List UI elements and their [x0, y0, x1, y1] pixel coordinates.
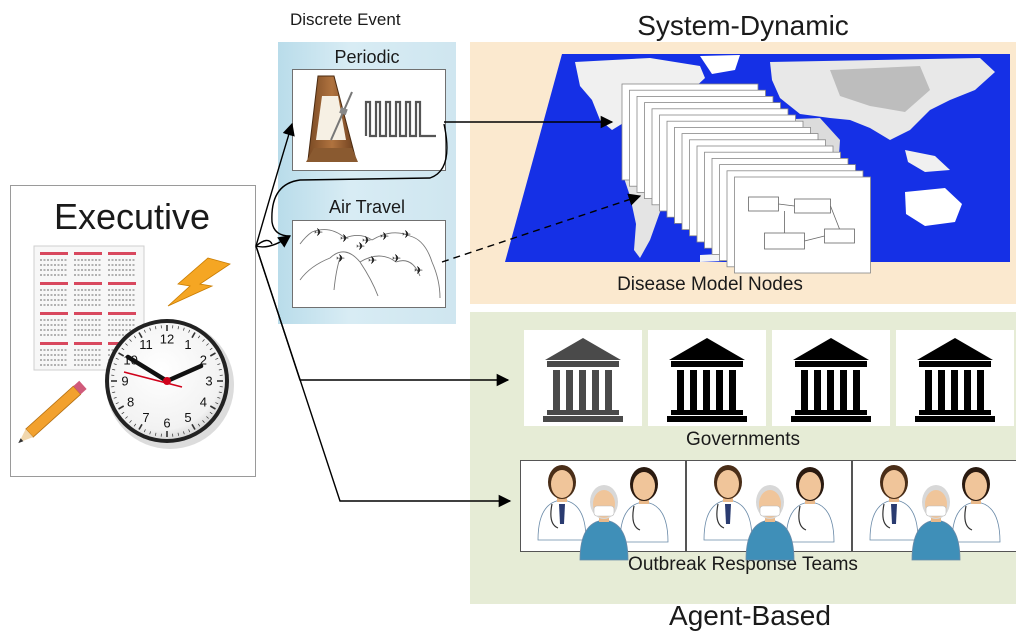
- lightning-icon: [167, 257, 231, 307]
- svg-text:✈: ✈: [336, 252, 345, 265]
- disease-model-nodes-stack: [621, 83, 871, 274]
- medical-team-member-icon: [579, 485, 629, 561]
- clock-number: 5: [184, 410, 191, 425]
- calendar-month: [74, 252, 102, 276]
- connectors: [255, 115, 642, 508]
- calendar-month: [40, 312, 68, 336]
- medical-team-member-icon: [869, 465, 919, 541]
- government-building-icon: [791, 338, 871, 422]
- system-dynamic-title: System-Dynamic: [637, 10, 849, 41]
- svg-text:✈: ✈: [392, 252, 401, 265]
- medical-team-icon: [537, 465, 669, 561]
- medical-team-member-icon: [703, 465, 753, 541]
- periodic-label: Periodic: [334, 47, 400, 67]
- calendar-month: [74, 342, 102, 366]
- calendar-month: [40, 282, 68, 306]
- clock-icon: 121234567891011: [105, 319, 234, 449]
- clock-number: 11: [139, 337, 153, 352]
- clock-number: 3: [205, 374, 212, 389]
- flight-network: [299, 229, 441, 299]
- air-travel-label: Air Travel: [328, 197, 406, 217]
- clock-number: 9: [121, 374, 128, 389]
- calendar-month: [108, 312, 136, 336]
- medical-team-member-icon: [785, 467, 835, 543]
- clock-number: 2: [200, 353, 207, 368]
- svg-text:✈: ✈: [414, 264, 423, 277]
- svg-text:✈: ✈: [314, 226, 323, 239]
- government-building-icon: [667, 338, 747, 422]
- calendar-month: [108, 282, 136, 306]
- response-teams-label: Outbreak Response Teams: [628, 554, 858, 575]
- clock-number: 4: [200, 395, 207, 410]
- clock-number: 8: [127, 395, 134, 410]
- disease-model-node-sheet: [734, 176, 871, 274]
- governments-label: Governments: [685, 429, 801, 450]
- clock-number: 7: [142, 410, 149, 425]
- svg-text:✈: ✈: [356, 240, 365, 253]
- agent-based-title: Agent-Based: [669, 600, 831, 631]
- airplane-icon: ✈✈✈ ✈✈✈ ✈✈✈ ✈: [314, 226, 423, 277]
- clock-number: 6: [163, 416, 170, 431]
- medical-team-member-icon: [911, 485, 961, 561]
- medical-team-icon: [869, 465, 1001, 561]
- pencil-icon: [18, 380, 87, 444]
- calendar-month: [74, 312, 102, 336]
- metronome-icon: [306, 75, 358, 162]
- medical-team-member-icon: [619, 467, 669, 543]
- clock-number: 12: [160, 332, 174, 347]
- calendar-month: [40, 252, 68, 276]
- medical-team-member-icon: [951, 467, 1001, 543]
- medical-team-member-icon: [537, 465, 587, 541]
- calendar-month: [108, 252, 136, 276]
- calendar-month: [74, 282, 102, 306]
- medical-team-icon: [703, 465, 835, 561]
- clock-number: 1: [184, 337, 191, 352]
- pulse-train-icon: [364, 100, 436, 138]
- svg-text:✈: ✈: [368, 254, 377, 267]
- svg-text:✈: ✈: [340, 232, 349, 245]
- disease-model-nodes-label: Disease Model Nodes: [617, 274, 803, 295]
- calendar-month: [40, 342, 68, 366]
- svg-text:✈: ✈: [362, 234, 371, 247]
- government-building-icon: [915, 338, 995, 422]
- discrete-event-title: Discrete Event: [290, 10, 401, 29]
- svg-text:✈: ✈: [402, 228, 411, 241]
- svg-text:✈: ✈: [380, 230, 389, 243]
- government-building-icon: [543, 338, 623, 422]
- executive-title: Executive: [53, 196, 211, 237]
- medical-team-member-icon: [745, 485, 795, 561]
